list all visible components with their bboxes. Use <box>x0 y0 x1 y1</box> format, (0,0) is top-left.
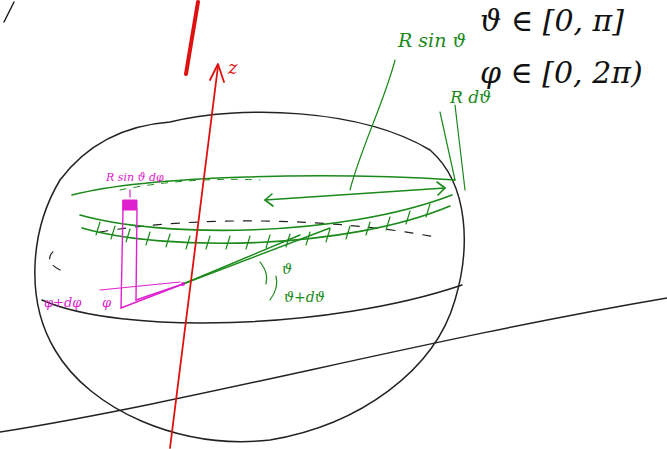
range-note: φ ∈ [0, 2π) <box>478 56 645 89</box>
angle-label: φ <box>100 296 113 310</box>
radius-label: R sin ϑ <box>396 30 468 51</box>
angle-label: ϑ+dϑ <box>282 290 327 305</box>
angle-label: φ+dφ <box>42 296 83 310</box>
axis-label: z <box>226 58 239 78</box>
arc-length-label: R dϑ <box>448 88 493 107</box>
arc-length-label: R sin ϑ dφ <box>104 172 166 184</box>
angle-label: ϑ <box>280 262 294 277</box>
range-note: ϑ ∈ [0, π] <box>478 4 626 37</box>
